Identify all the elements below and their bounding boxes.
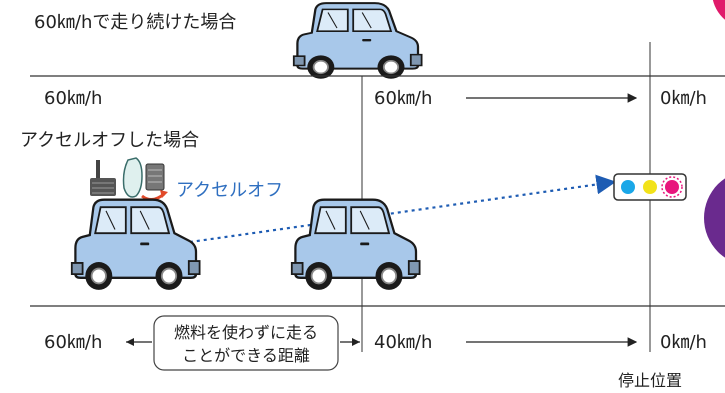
coast-label-line2: ことができる距離 [182,346,310,365]
coast-distance-box [153,315,339,371]
accent-circle-pink [712,0,725,20]
pedal-label: アクセルオフ [176,180,283,201]
bracket-arrowhead-right [352,338,360,346]
scenario1-speed-end: 0㎞/h [660,88,707,109]
car-icon [292,1,423,80]
scenario1-title: 60㎞/hで走り続けた場合 [34,12,236,33]
car-icon [70,198,201,292]
traffic-signal-icon [613,173,687,201]
foot-icon [122,157,143,198]
release-arrowhead-icon [160,190,168,198]
accelerator-pedal-icon [90,160,165,196]
accent-circle-purple [704,178,725,258]
bracket-arrowhead-left [126,338,134,346]
scenario2-speed-mid: 40㎞/h [374,332,432,353]
scenario2-title: アクセルオフした場合 [20,130,199,151]
stop-position-label: 停止位置 [618,371,682,390]
scenario2-speed-end: 0㎞/h [660,332,707,353]
scenario1-speed-mid: 60㎞/h [374,88,432,109]
scenario2-speed-start: 60㎞/h [44,332,102,353]
coast-label-line1: 燃料を使わずに走る [174,323,318,342]
scenario1-speed-start: 60㎞/h [44,88,102,109]
